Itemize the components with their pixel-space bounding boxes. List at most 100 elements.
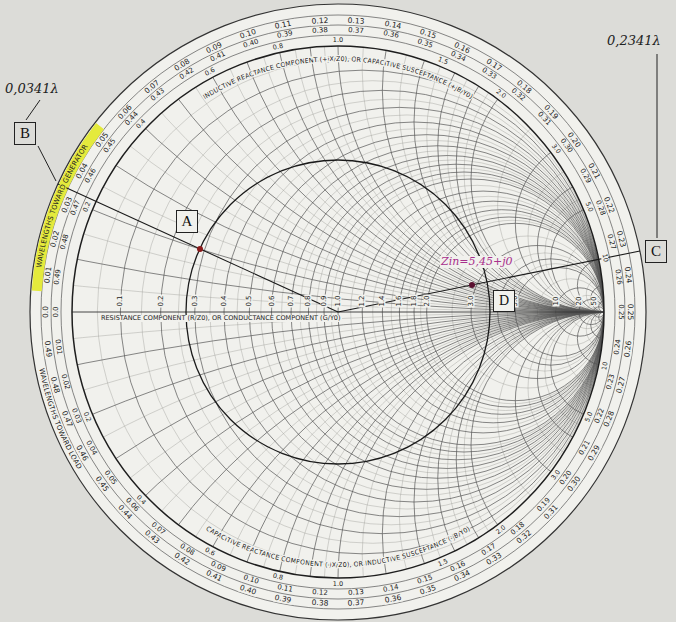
point-marker	[469, 282, 475, 288]
reactance-value: 10	[600, 252, 608, 263]
reactance-arc	[0, 0, 676, 312]
arc-title: WAVELENGTHS TOWARD GENERATOR	[35, 143, 89, 268]
reactance-arc	[338, 0, 676, 312]
callout-letter: C	[651, 243, 661, 260]
wavelength-value: 0.02	[59, 373, 70, 392]
callout-box: A	[176, 210, 198, 233]
leader-line	[657, 54, 658, 238]
point-marker	[197, 246, 203, 252]
resistance-value: 10	[552, 296, 559, 307]
arc-title: CAPACITIVE REACTANCE COMPONENT (-jX/Z0),…	[205, 525, 472, 569]
reactance-arc	[0, 312, 676, 622]
resistance-value: 1.0	[335, 294, 342, 307]
reactance-value: 10	[600, 360, 608, 371]
reactance-arc	[0, 0, 676, 312]
wavelength-value: 0.24	[623, 266, 633, 285]
wavelength-value: 0.37	[347, 27, 365, 35]
resistance-value: 50	[590, 296, 597, 307]
reactance-arc	[0, 312, 676, 622]
reactance-value: 0.2	[82, 410, 93, 424]
wavelength-value: 0.13	[347, 16, 366, 25]
reactance-value: 0.6	[203, 546, 217, 558]
wavelength-value: 0.0	[53, 305, 60, 318]
callout-letter: A	[182, 213, 193, 230]
reactance-arc	[414, 312, 676, 622]
reactance-value: 1.0	[332, 581, 344, 588]
reactance-value: 0.2	[82, 200, 93, 214]
callout-box: D	[493, 290, 515, 312]
reactance-arc	[249, 312, 676, 622]
wavelength-value: 0.14	[383, 20, 403, 31]
reactance-value: 2.0	[494, 88, 508, 101]
reactance-value: 2.0	[494, 523, 508, 536]
wavelength-value: 0.49	[54, 267, 63, 285]
arc-title: WAVELENGTHS TOWARD LOAD	[37, 368, 83, 471]
wavelength-value: 0.36	[383, 593, 403, 604]
wavelength-value: 0.12	[311, 589, 329, 597]
reactance-value: 1.5	[436, 56, 450, 67]
reactance-arc	[0, 0, 676, 312]
wavelength-value: 0.12	[310, 16, 329, 25]
reactance-value: 1.0	[332, 37, 344, 44]
resistance-value: 1.2	[359, 294, 366, 307]
wavelength-value: 0.39	[273, 593, 293, 604]
wavelength-value: 0.27	[606, 232, 617, 251]
wavelength-value: 0.27	[615, 375, 627, 395]
reactance-arc	[515, 312, 676, 489]
reactance-value: 0.8	[272, 42, 285, 51]
reactance-arc	[0, 0, 676, 312]
reactance-arc	[72, 0, 676, 312]
wavelength-value: 0.01	[43, 266, 53, 285]
wavelength-value: 0.26	[623, 339, 633, 358]
callout-letter: B	[20, 125, 30, 142]
resistance-value: 0.6	[268, 294, 275, 307]
arc-title-path: CAPACITIVE REACTANCE COMPONENT (-jX/Z0),…	[205, 525, 472, 569]
wavelength-value: 0.39	[276, 30, 295, 40]
radial-line	[338, 251, 640, 312]
resistance-value: 0.9	[321, 294, 328, 307]
reactance-value: 5.0	[584, 200, 595, 214]
leader-line	[38, 146, 56, 181]
resistance-value: 0.4	[221, 294, 228, 307]
resistance-value: 2.0	[423, 294, 430, 307]
outer-ring	[30, 4, 646, 620]
resistance-value: 1.6	[396, 294, 403, 307]
reactance-arc	[161, 0, 676, 312]
wavelength-value: 0.38	[311, 27, 329, 35]
reactance-arc	[427, 312, 676, 622]
wavelength-value: 0.48	[59, 232, 70, 251]
wavelength-value: 0.40	[241, 38, 260, 50]
wavelength-value: 0.01	[54, 338, 63, 356]
resistance-value: 20	[575, 296, 582, 307]
resistance-value: 0.3	[191, 294, 198, 307]
distance-note: 0,0341λ	[4, 82, 60, 96]
wavelength-value: 0.13	[347, 589, 365, 597]
resistance-value: 0.1	[117, 294, 124, 307]
reactance-arc	[338, 312, 676, 622]
wavelength-value: 0.25	[617, 303, 624, 321]
reactance-arc	[224, 312, 676, 622]
reactance-arc	[448, 312, 676, 622]
reactance-arc	[0, 312, 676, 622]
wavelength-value: 0.35	[416, 38, 435, 50]
reactance-arc	[471, 46, 676, 312]
reactance-arc	[456, 312, 676, 608]
wavelength-value: 0.49	[43, 339, 53, 358]
reactance-arc	[471, 312, 676, 578]
highlight-band	[37, 126, 100, 291]
arc-title-path: WAVELENGTHS TOWARD GENERATOR	[35, 143, 89, 268]
reactance-arc	[0, 312, 676, 622]
wavelength-value: 0.38	[310, 599, 329, 608]
reactance-arc	[0, 312, 676, 622]
wavelength-value: 0.23	[615, 229, 627, 249]
reactance-arc	[399, 312, 676, 622]
resistance-value: 3.0	[468, 294, 475, 307]
leader-line	[26, 100, 40, 120]
reactance-arc	[515, 135, 676, 312]
reactance-arc	[438, 312, 676, 622]
